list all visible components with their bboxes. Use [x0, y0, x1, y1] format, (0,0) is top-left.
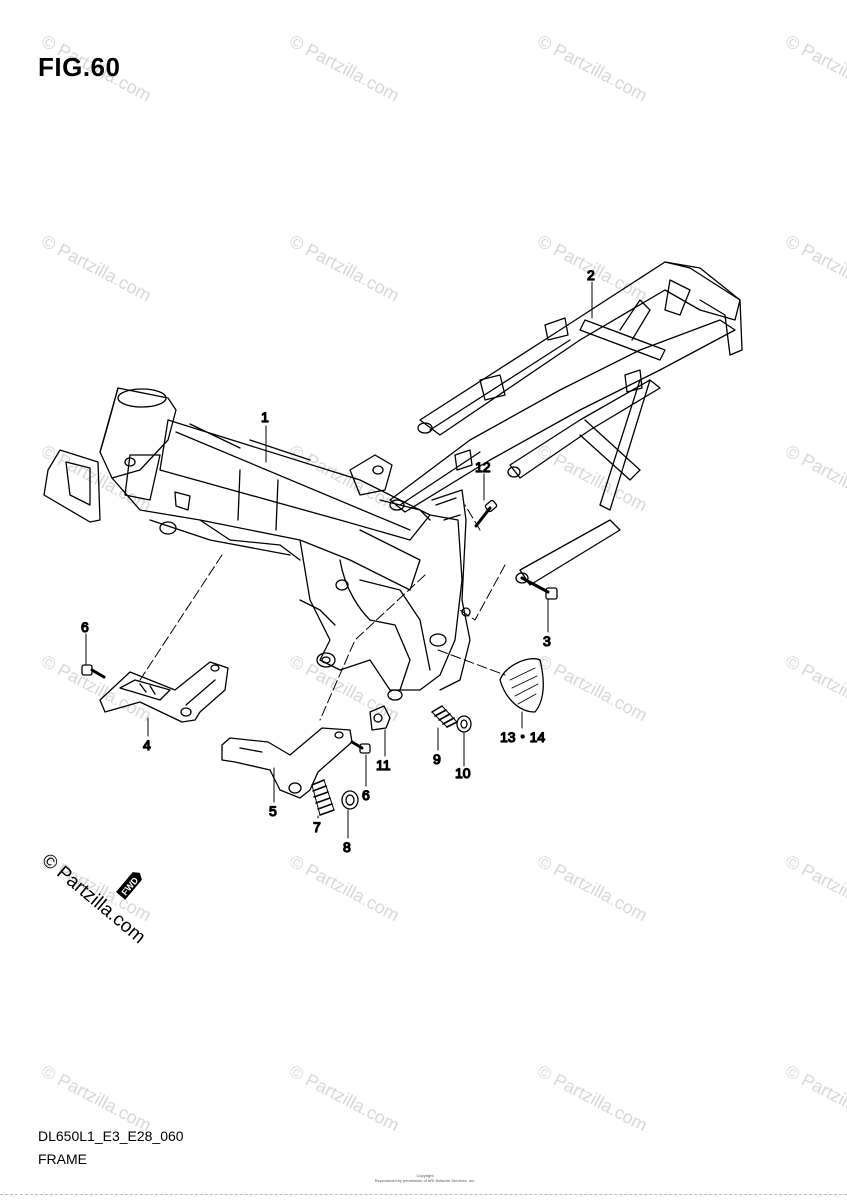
bolt-part-3[interactable] — [520, 576, 558, 600]
main-frame-part[interactable] — [43, 387, 471, 701]
copyright-line-1: Copyright — [416, 1173, 434, 1178]
callout-2: 2 — [587, 267, 595, 283]
spring-part-9[interactable] — [431, 705, 458, 728]
spring-part-7[interactable] — [311, 779, 335, 816]
figure-title: FIG.60 — [38, 52, 121, 82]
model-code: DL650L1_E3_E28_060 — [38, 1128, 184, 1144]
callout-8: 8 — [343, 839, 351, 855]
footrest-bracket-part-4[interactable] — [99, 661, 229, 723]
bushing-part-11[interactable] — [369, 705, 391, 731]
nut-part-8[interactable] — [341, 790, 359, 810]
footrest-bracket-part-5[interactable] — [221, 727, 353, 799]
callout-1: 1 — [261, 409, 269, 425]
brand-stamp-text: © Partzilla.com — [38, 852, 150, 948]
callout-7: 7 — [313, 819, 321, 835]
nut-part-10[interactable] — [456, 715, 472, 733]
callout-leader-lines — [85, 281, 593, 839]
copyright-notice: Copyright Reproduced by permission of AR… — [360, 1173, 490, 1183]
callout-3: 3 — [543, 633, 551, 649]
heel-plate-part-13-14[interactable] — [499, 658, 544, 713]
callout-labels: 1 2 3 4 5 6 6 7 8 9 10 11 12 13・14 — [80, 266, 595, 855]
copyright-line-2: Reproduced by permission of ARI Network … — [374, 1178, 476, 1183]
section-name: FRAME — [38, 1151, 87, 1167]
brand-stamp: © Partzilla.com FWD — [36, 850, 166, 967]
callout-6-right: 6 — [362, 787, 370, 803]
callout-6-left: 6 — [81, 619, 89, 635]
callout-11: 11 — [376, 757, 391, 773]
brand-stamp-graphic: © Partzilla.com FWD — [38, 850, 150, 948]
callout-12: 12 — [475, 459, 491, 475]
page-bottom-border — [0, 1194, 847, 1195]
callout-4: 4 — [143, 737, 151, 753]
callout-13-14: 13・14 — [500, 729, 545, 745]
bolt-part-6-left[interactable] — [81, 664, 106, 679]
bolt-part-6-right[interactable] — [350, 740, 371, 754]
rear-subframe-part[interactable] — [389, 261, 743, 586]
callout-9: 9 — [433, 751, 441, 767]
callout-10: 10 — [455, 765, 471, 781]
callout-5: 5 — [269, 803, 277, 819]
bolt-part-12[interactable] — [474, 499, 498, 528]
